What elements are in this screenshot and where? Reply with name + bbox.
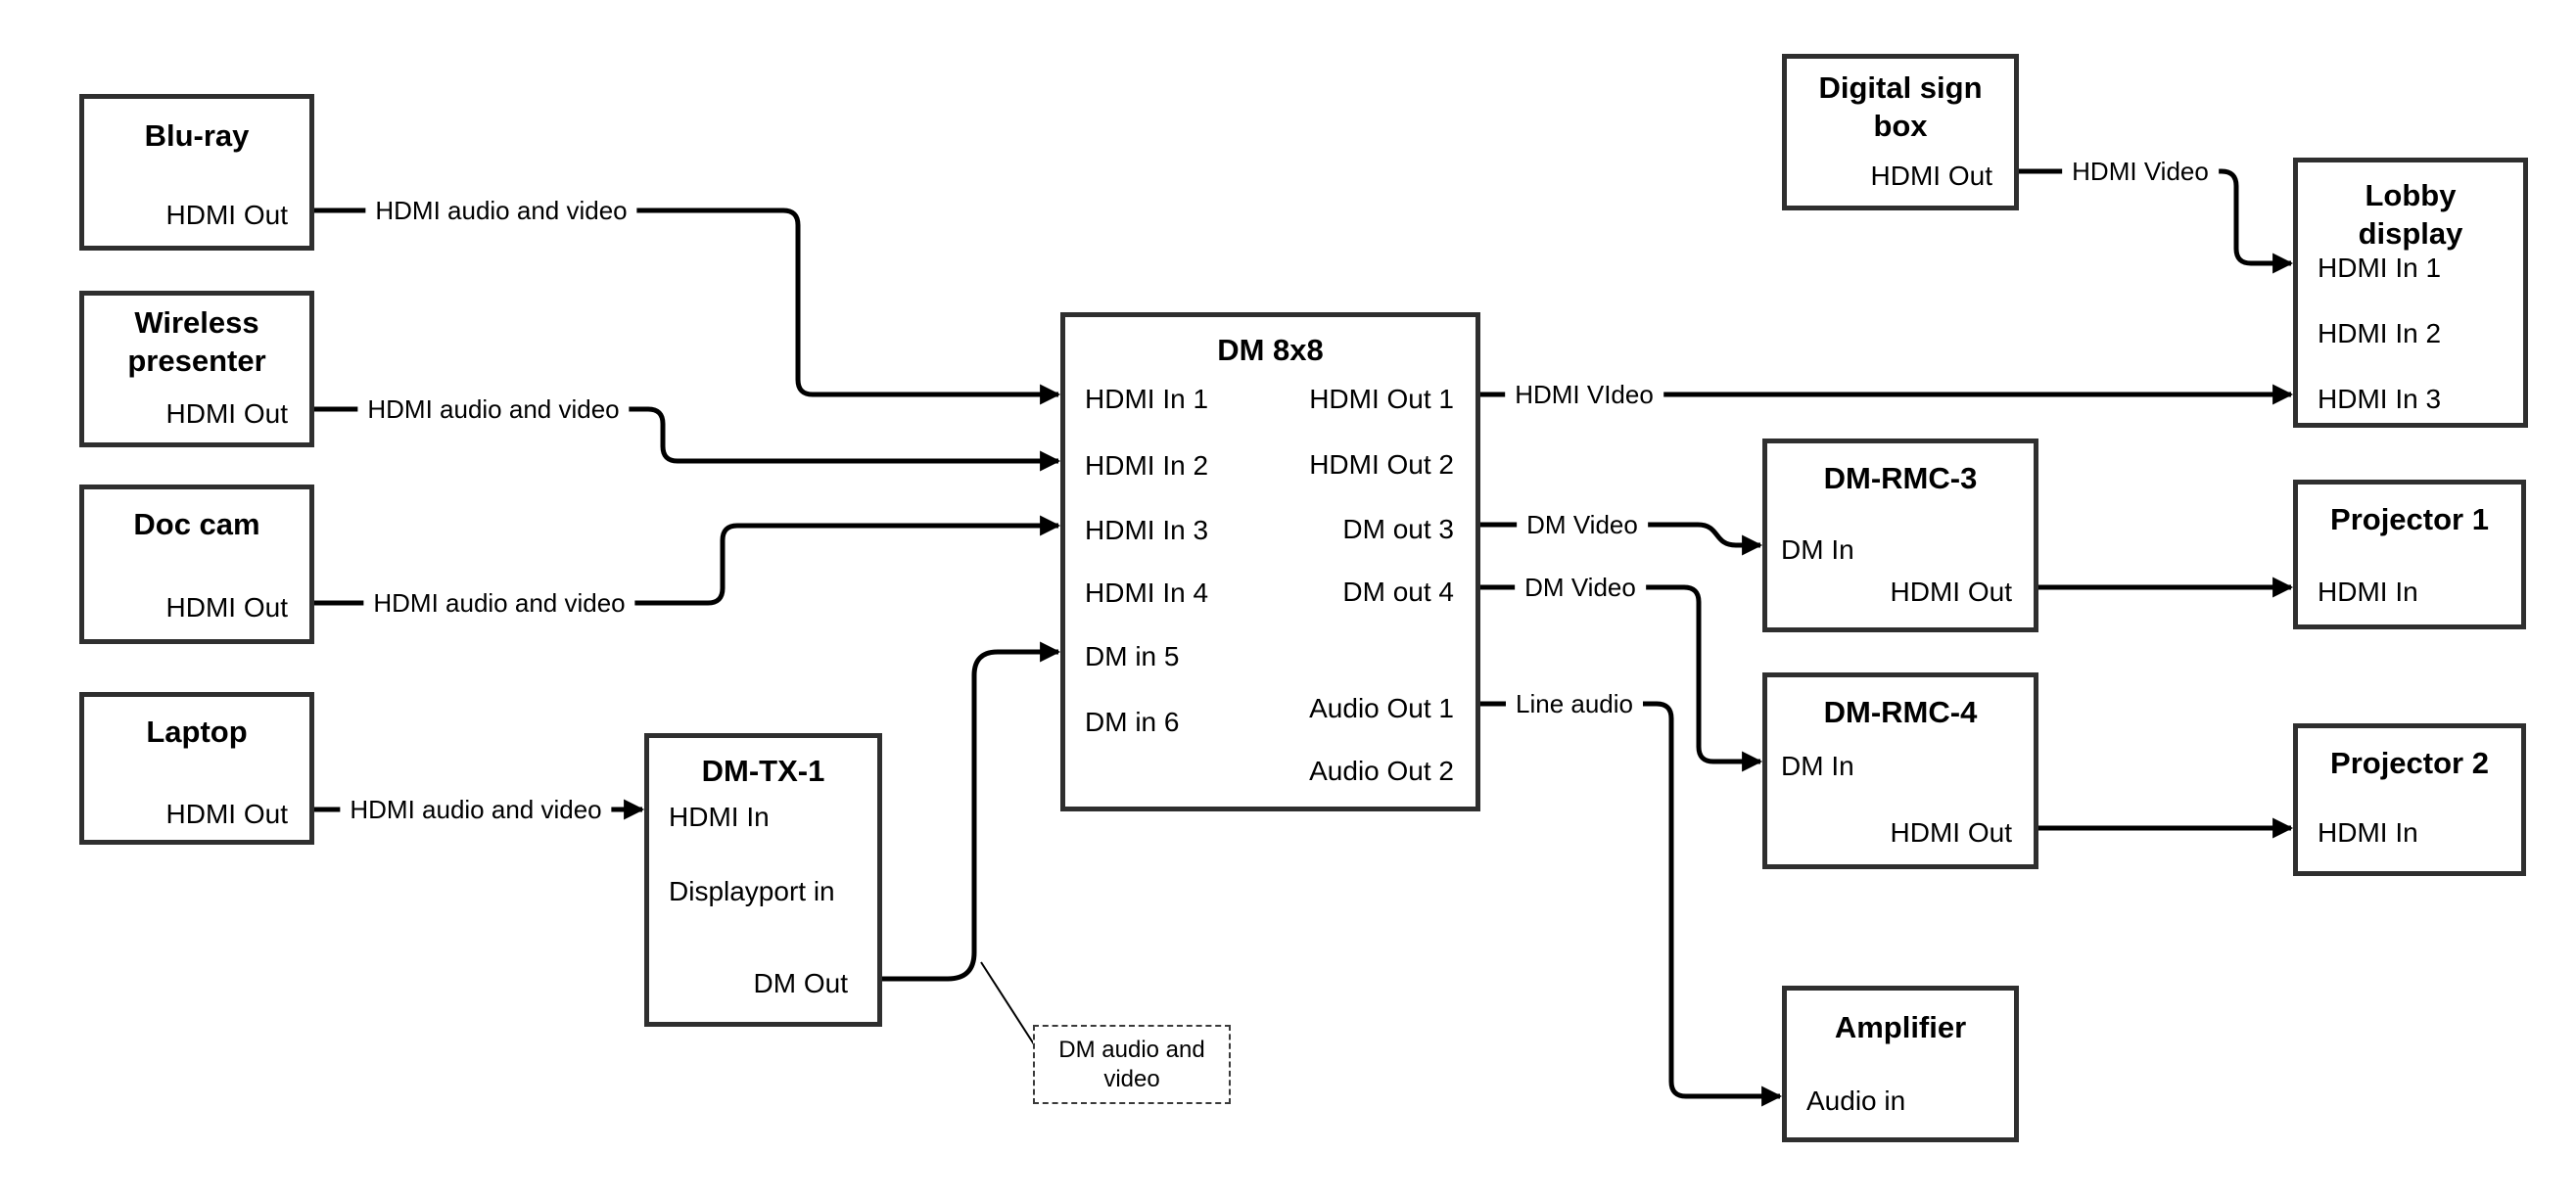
wire-label-hdmi-av-laptop: HDMI audio and video [340,796,612,823]
port-hdmi-in: HDMI In [669,802,770,832]
note-callout-line [980,961,1037,1048]
port-hdmi-in-1: HDMI In 1 [2318,253,2442,283]
device-title: DM-RMC-3 [1823,461,1978,495]
port-dm-in-5: DM in 5 [1085,641,1180,671]
device-title: Blu-ray [144,118,250,153]
device-projector-1: Projector 1 HDMI In [2293,480,2526,629]
wire-label-hdmi-video-out1: HDMI VIdeo [1505,381,1663,408]
port-hdmi-out: HDMI Out [165,592,288,623]
device-title: DM-RMC-4 [1823,695,1978,729]
port-dm-out-4: DM out 4 [1342,577,1454,607]
device-amplifier: Amplifier Audio in [1782,986,2019,1142]
device-digital-sign-box: Digital sign box HDMI Out [1782,54,2019,210]
note-text: DM audio and video [1058,1036,1205,1092]
device-title: Amplifier [1834,1010,1967,1044]
port-audio-in: Audio in [1806,1086,1906,1116]
device-wireless-presenter: Wireless presenter HDMI Out [79,291,314,447]
wire-dm8x8-out3-to-dmrmc3 [1478,522,1763,556]
port-hdmi-out-2: HDMI Out 2 [1309,449,1454,480]
port-displayport-in: Displayport in [669,876,835,906]
port-hdmi-in-3: HDMI In 3 [2318,384,2442,414]
wire-label-hdmi-av-wireless: HDMI audio and video [357,395,630,423]
device-lobby-display: Lobby display HDMI In 1 HDMI In 2 HDMI I… [2293,158,2528,428]
port-hdmi-in-3: HDMI In 3 [1085,515,1209,545]
device-dm-rmc-3: DM-RMC-3 DM In HDMI Out [1762,439,2038,632]
wire-label-dm-video-out3: DM Video [1517,511,1648,538]
wire-dm8x8-aout1-to-amplifier [1478,701,1783,1107]
device-title: Projector 1 [2330,502,2489,536]
port-audio-out-1: Audio Out 1 [1309,693,1454,723]
port-dm-in-6: DM in 6 [1085,707,1180,737]
device-dm-rmc-4: DM-RMC-4 DM In HDMI Out [1762,672,2038,869]
port-audio-out-2: Audio Out 2 [1309,756,1454,786]
port-hdmi-out: HDMI Out [1890,577,2012,607]
wire-digitalsign-to-lobby-in1 [2017,168,2294,274]
wire-wireless-to-dm8x8-in2 [312,406,1061,472]
device-title: DM 8x8 [1217,333,1324,367]
wire-label-line-audio: Line audio [1506,690,1643,717]
device-title: Wireless presenter [127,305,266,378]
device-title: Laptop [146,715,248,749]
port-hdmi-in-2: HDMI In 2 [2318,318,2442,348]
device-title: Projector 2 [2330,746,2489,780]
wire-dm8x8-out4-to-dmrmc4 [1478,584,1763,772]
port-hdmi-out: HDMI Out [165,200,288,230]
port-dm-in: DM In [1781,534,1854,565]
device-dm-8x8: DM 8x8 HDMI In 1 HDMI In 2 HDMI In 3 HDM… [1060,312,1480,811]
device-title: DM-TX-1 [701,754,825,788]
device-dm-tx-1: DM-TX-1 HDMI In Displayport in DM Out [644,733,882,1027]
port-hdmi-in-4: HDMI In 4 [1085,577,1209,608]
port-hdmi-out: HDMI Out [165,799,288,829]
port-hdmi-in: HDMI In [2318,817,2418,848]
port-hdmi-out: HDMI Out [165,398,288,429]
device-blu-ray: Blu-ray HDMI Out [79,94,314,251]
port-dm-out-3: DM out 3 [1342,514,1454,544]
port-hdmi-in: HDMI In [2318,577,2418,607]
wire-label-hdmi-av-doccam: HDMI audio and video [363,589,635,617]
device-title: Digital sign box [1818,70,1983,143]
port-hdmi-out-1: HDMI Out 1 [1309,384,1454,414]
wire-label-hdmi-av-bluray: HDMI audio and video [365,197,637,224]
port-hdmi-out: HDMI Out [1870,161,1992,191]
wire-dmtx1-to-dm8x8-in5 [880,641,1061,982]
port-hdmi-in-1: HDMI In 1 [1085,384,1209,414]
port-hdmi-in-2: HDMI In 2 [1085,450,1209,481]
wire-label-hdmi-video-digitalsign: HDMI Video [2062,158,2219,185]
device-laptop: Laptop HDMI Out [79,692,314,845]
device-title: Lobby display [2358,178,2463,251]
wire-label-dm-video-out4: DM Video [1515,574,1646,601]
wire-bluray-to-dm8x8-in1 [312,208,1061,405]
port-dm-in: DM In [1781,751,1854,781]
device-doc-cam: Doc cam HDMI Out [79,485,314,644]
device-projector-2: Projector 2 HDMI In [2293,723,2526,876]
note-dm-audio-and-video: DM audio and video [1033,1025,1231,1104]
port-dm-out: DM Out [753,968,848,998]
wire-doccam-to-dm8x8-in3 [314,515,1061,606]
port-hdmi-out: HDMI Out [1890,817,2012,848]
device-title: Doc cam [133,507,260,541]
